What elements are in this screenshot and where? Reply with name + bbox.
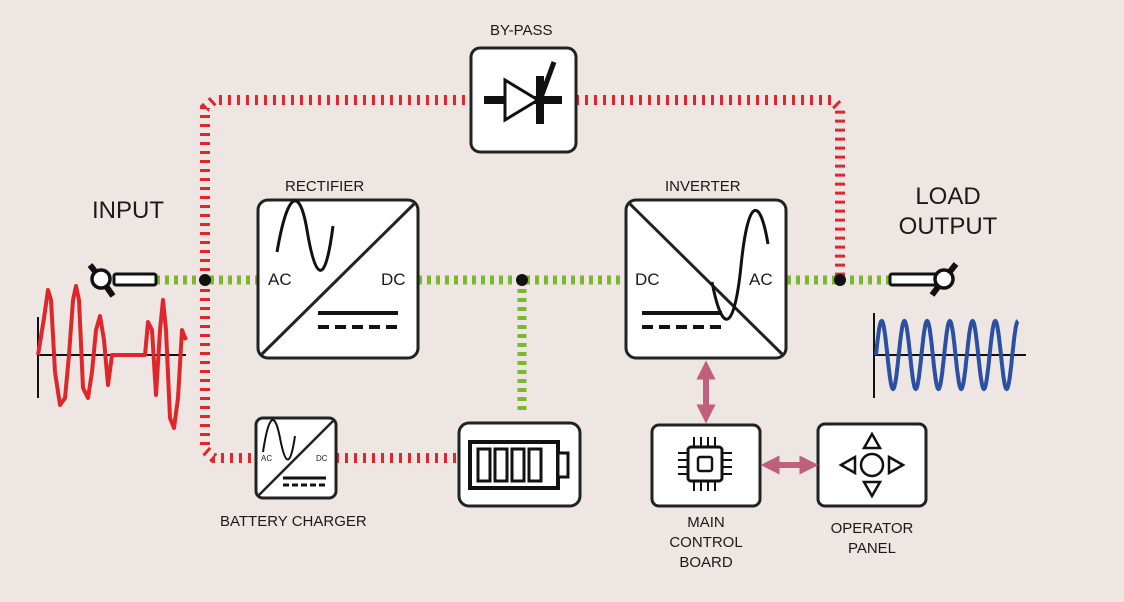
charger-dc-text: DC [316,454,328,463]
bypass-switch-block [469,46,578,154]
junction-dot [834,274,846,286]
output-waveform [873,313,1026,398]
inverter-label: INVERTER [665,178,741,195]
charger-path [200,280,459,463]
main-control-line1: MAIN [687,514,725,531]
chip-pins [678,437,732,491]
rectifier-block [256,198,420,360]
input-switch-icon [87,263,158,298]
battery-block [457,421,582,508]
junction-dot [199,274,211,286]
bypass-label: BY-PASS [490,22,553,39]
main-control-line3: BOARD [679,554,733,571]
main-control-line2: CONTROL [669,534,743,551]
load-output-line1: LOAD [915,183,981,210]
rectifier-dc-text: DC [381,270,406,289]
rectifier-label: RECTIFIER [285,178,365,195]
rectifier-ac-text: AC [268,270,292,289]
load-output-line2: OUTPUT [898,213,998,240]
operator-panel-line2: PANEL [847,540,897,557]
inverter-ac-text: AC [749,270,773,289]
main-control-board-block [650,423,762,508]
battery-charger-block [254,416,338,500]
operator-panel-block [816,422,928,508]
charger-ac-text: AC [261,454,273,463]
main-control-board-label: MAIN CONTROL BOARD [646,513,766,573]
inverter-dc-text: DC [635,270,660,289]
inverter-block [624,198,788,360]
load-output-label: LOAD OUTPUT [888,182,1008,242]
bypass-path [200,95,845,280]
operator-panel-label: OPERATOR PANEL [812,519,932,559]
battery-charger-label: BATTERY CHARGER [220,513,367,530]
junction-dot [516,274,528,286]
input-waveform [36,284,188,430]
output-switch-icon [888,262,959,297]
input-label: INPUT [92,197,164,224]
operator-panel-line1: OPERATOR [830,520,914,537]
